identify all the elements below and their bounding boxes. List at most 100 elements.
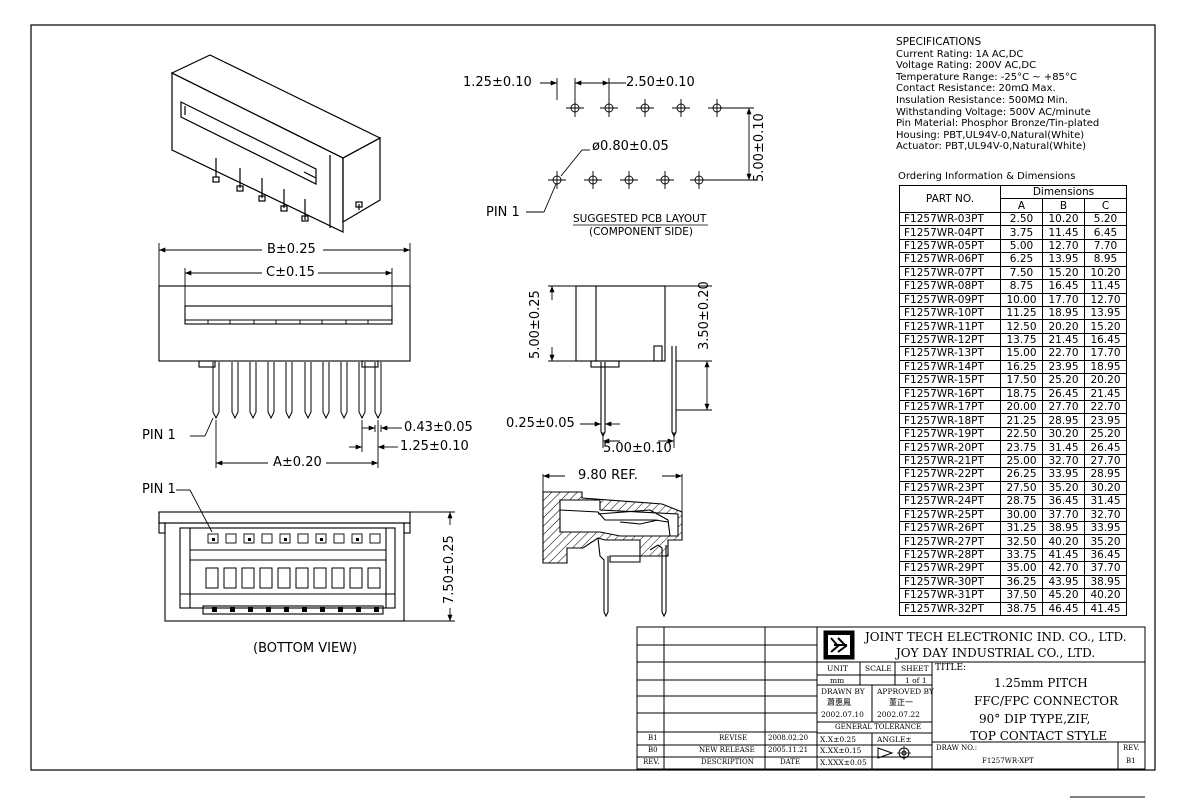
title-line-2: FFC/FPC CONNECTOR (974, 694, 1119, 708)
front-dim-c: C±0.15 (266, 265, 315, 280)
part-number-cell: F1257WR-12PT (899, 332, 1001, 348)
section-dim-ref: 9.80 REF. (578, 468, 638, 483)
drawn-date: 2002.07.10 (821, 710, 864, 719)
part-number-cell: F1257WR-14PT (899, 359, 1001, 375)
pcb-dim-hole: ø0.80±0.05 (592, 139, 669, 154)
dimension-cell: 6.45 (1084, 225, 1127, 240)
spec-line: Voltage Rating: 200V AC,DC (896, 60, 1037, 72)
part-number-cell: F1257WR-17PT (899, 399, 1001, 415)
sheet-border (30, 24, 1156, 771)
tolerance-3: X.XXX±0.05 (820, 758, 867, 767)
part-number-cell: F1257WR-04PT (899, 225, 1001, 240)
tolerance-1: X.X±0.25 (820, 735, 857, 744)
dimension-cell: 15.20 (1084, 319, 1127, 334)
company-name-1: JOINT TECH ELECTRONIC IND. CO., LTD. (865, 630, 1127, 644)
part-number-cell: F1257WR-25PT (899, 507, 1001, 522)
dimension-cell: 15.00 (1000, 346, 1043, 361)
scale-label: SCALE (865, 664, 892, 673)
dimension-cell: 5.20 (1084, 211, 1127, 227)
dimension-cell: 38.95 (1042, 520, 1085, 536)
side-dim-width: 5.00±0.10 (603, 441, 672, 456)
approved-by-label: APPROVED BY (877, 687, 934, 696)
pcb-pin1-label: PIN 1 (486, 205, 520, 220)
part-number-cell: F1257WR-19PT (899, 426, 1001, 442)
spec-line: Housing: PBT,UL94V-0,Natural(White) (896, 129, 1085, 141)
part-number-cell: F1257WR-30PT (899, 574, 1001, 590)
dimension-cell: 11.45 (1042, 225, 1085, 240)
dimension-cell: 17.70 (1084, 346, 1127, 361)
dimension-cell: 10.00 (1000, 292, 1043, 307)
dimension-cell: 45.20 (1042, 588, 1085, 603)
dimension-cell: 12.70 (1042, 238, 1085, 254)
unit-value: mm (830, 676, 845, 685)
pcb-dim-offset: 1.25±0.10 (463, 75, 532, 90)
title-label: TITLE: (935, 663, 967, 673)
dimension-cell: 20.20 (1042, 319, 1085, 334)
part-number-cell: F1257WR-18PT (899, 413, 1001, 428)
side-dim-pin-height: 3.50±0.20 (697, 281, 712, 350)
side-dim-thickness: 0.25±0.05 (506, 416, 575, 431)
dimension-cell: 23.75 (1000, 440, 1043, 455)
dimension-cell: 8.95 (1084, 252, 1127, 267)
angle-label: ANGLE± (877, 735, 912, 744)
dimension-cell: 6.25 (1000, 252, 1043, 267)
revision-date: 2008.02.20 (768, 734, 809, 742)
title-line-1: 1.25mm PITCH (994, 676, 1088, 690)
dimension-cell: 10.20 (1084, 265, 1127, 281)
approved-date: 2002.07.22 (877, 710, 920, 719)
draw-no: F1257WR-XPT (982, 757, 1034, 765)
part-number-cell: F1257WR-08PT (899, 279, 1001, 294)
front-pin1-label: PIN 1 (142, 428, 176, 443)
ordering-title: Ordering Information & Dimensions (898, 171, 1076, 182)
dimension-cell: 30.20 (1084, 480, 1127, 496)
part-number-cell: F1257WR-11PT (899, 319, 1001, 334)
dimension-cell: 41.45 (1042, 547, 1085, 563)
title-line-3: 90° DIP TYPE,ZIF, (979, 712, 1091, 726)
dimension-cell: 21.45 (1042, 332, 1085, 348)
dimension-cell: 7.70 (1084, 238, 1127, 254)
dimension-cell: 18.75 (1000, 386, 1043, 402)
dimension-cell: 31.45 (1084, 494, 1127, 509)
dimension-cell: 3.75 (1000, 225, 1043, 240)
pcb-layout (526, 78, 754, 226)
dimension-cell: 18.95 (1084, 359, 1127, 375)
pcb-holes-top (566, 99, 726, 117)
rev-value: B1 (1126, 757, 1136, 765)
sheet-label: SHEET (901, 664, 929, 673)
dimension-cell: 12.50 (1000, 319, 1043, 334)
revision-rev: B1 (648, 734, 658, 742)
dimension-cell: 30.20 (1042, 426, 1085, 442)
dimension-cell: 35.00 (1000, 561, 1043, 576)
header-part-no: PART NO. (899, 185, 1001, 213)
dimension-cell: 16.45 (1042, 279, 1085, 294)
side-view (548, 285, 712, 448)
dimension-cell: 42.70 (1042, 561, 1085, 576)
dimension-cell: 36.25 (1000, 574, 1043, 590)
dimension-cell: 37.70 (1084, 561, 1127, 576)
dimension-cell: 20.00 (1000, 399, 1043, 415)
spec-line: Pin Material: Phosphor Bronze/Tin-plated (896, 118, 1100, 130)
title-block: JOINT TECH ELECTRONIC IND. CO., LTD. JOY… (637, 627, 1145, 769)
part-number-cell: F1257WR-26PT (899, 520, 1001, 536)
part-number-cell: F1257WR-27PT (899, 534, 1001, 549)
dimension-cell: 40.20 (1042, 534, 1085, 549)
dimension-cell: 12.70 (1084, 292, 1127, 307)
dimension-cell: 38.75 (1000, 601, 1043, 617)
dimension-cell: 25.20 (1084, 426, 1127, 442)
dimension-cell: 5.00 (1000, 238, 1043, 254)
spec-title: SPECIFICATIONS (896, 36, 982, 48)
